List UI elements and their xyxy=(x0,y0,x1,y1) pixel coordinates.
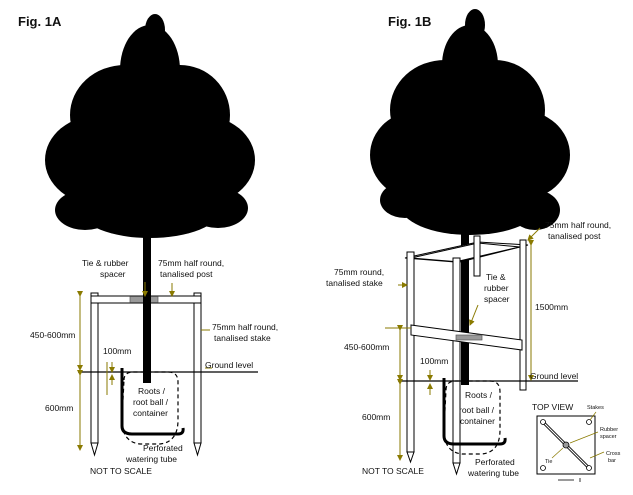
height-label-1a: 450-600mm xyxy=(30,330,75,340)
post-label-1a-line2: tanalised post xyxy=(160,269,213,279)
top-view-cross-bar-label-line2: bar xyxy=(608,458,616,464)
rootball-label-1a-line3: container xyxy=(133,408,168,418)
top-view-stakes-label: Stakes xyxy=(587,405,604,411)
top-view-rubber-spacer-label: Rubber xyxy=(600,427,618,433)
fig-1a-title: Fig. 1A xyxy=(18,14,62,29)
watering-tube-label-1a-line2: watering tube xyxy=(125,454,177,464)
not-to-scale-1b: NOT TO SCALE xyxy=(362,466,424,476)
top-view-tie-label: Tie xyxy=(545,459,552,465)
stake-label-1b: 75mm round, xyxy=(334,267,384,277)
figure-1a: Fig. 1A xyxy=(18,14,278,476)
watering-tube-1b xyxy=(442,378,507,446)
annotations-1b xyxy=(385,227,541,461)
tree-canopy-1b xyxy=(370,9,570,235)
tie-spacer-1b xyxy=(455,334,483,341)
tie-spacer-label-1a-line2: spacer xyxy=(100,269,126,279)
top-view-cross-bar-label: Cross xyxy=(606,451,621,457)
tie-spacer-label-1b-line3: spacer xyxy=(484,294,510,304)
tree-trunk-1b xyxy=(461,225,469,385)
ground-level-label-1b: Ground level xyxy=(530,371,578,381)
ground-level-label-1a: Ground level xyxy=(205,360,253,370)
rootball-label-1a: Roots / xyxy=(138,386,166,396)
watering-tube-1a xyxy=(120,368,185,436)
top-view-inset: TOP VIEW Stakes Rubber spacer Tie Cross … xyxy=(532,402,621,482)
stake-front-left-1b xyxy=(406,251,415,453)
tie-spacer-label-1b: Tie & xyxy=(486,272,506,282)
post-label-1a: 75mm half round, xyxy=(158,258,224,268)
fig-1b-title: Fig. 1B xyxy=(388,14,431,29)
depth-100-label-1a: 100mm xyxy=(103,346,131,356)
root-ball-1b xyxy=(443,380,501,455)
stake-right-1a xyxy=(193,292,202,444)
annotations-1a xyxy=(77,282,212,451)
height-450-label-1b: 450-600mm xyxy=(344,342,389,352)
height-1500-label-1b: 1500mm xyxy=(535,302,568,312)
stake-front-right-1b xyxy=(452,257,461,464)
rootball-label-1b-line3: container xyxy=(460,416,495,426)
watering-tube-label-1a: Perforated xyxy=(143,443,183,453)
rootball-label-1a-line2: root ball / xyxy=(133,397,169,407)
stake-frame-1b xyxy=(404,235,529,476)
stake-label-1a-line2: tanalised stake xyxy=(214,333,271,343)
not-to-scale-1a: NOT TO SCALE xyxy=(90,466,152,476)
watering-tube-label-1b-line2: watering tube xyxy=(467,468,519,478)
stake-left-1a xyxy=(90,292,99,444)
post-label-1b-line2: tanalised post xyxy=(548,231,601,241)
tree-canopy-1a xyxy=(45,14,255,238)
depth-600-label-1b: 600mm xyxy=(362,412,390,422)
depth-100-label-1b: 100mm xyxy=(420,356,448,366)
stake-label-1b-line2: tanalised stake xyxy=(326,278,383,288)
watering-tube-label-1b: Perforated xyxy=(475,457,515,467)
post-label-1b: 75mm half round, xyxy=(545,220,611,230)
rootball-label-1b-line2: root ball / xyxy=(459,405,495,415)
tie-spacer-label-1a: Tie & rubber xyxy=(82,258,129,268)
top-view-rubber-spacer-label-line2: spacer xyxy=(600,434,617,440)
top-view-title: TOP VIEW xyxy=(532,402,573,412)
rootball-label-1b: Roots / xyxy=(465,390,493,400)
stake-label-1a: 75mm half round, xyxy=(212,322,278,332)
depth-600-label-1a: 600mm xyxy=(45,403,73,413)
tie-spacer-label-1b-line2: rubber xyxy=(484,283,509,293)
root-ball-1a xyxy=(121,371,179,445)
figure-1b: Fig. 1B xyxy=(326,9,621,482)
